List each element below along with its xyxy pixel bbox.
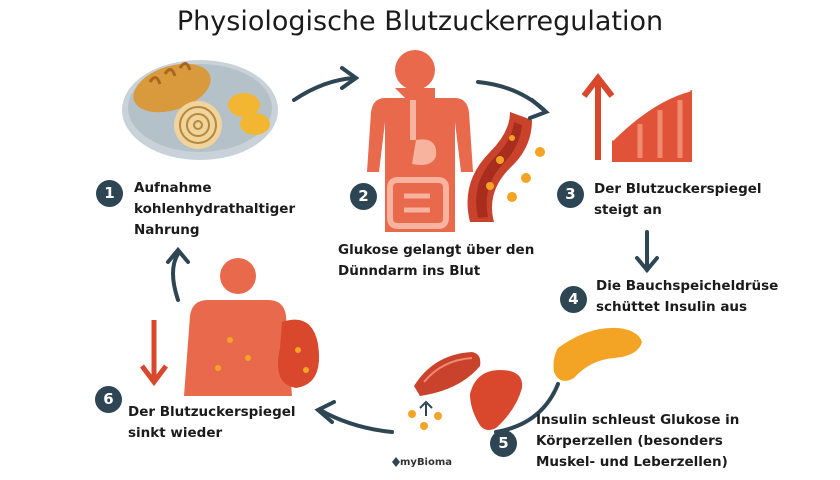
step-1-label: Aufnahme kohlenhydrathaltiger Nahrung — [134, 180, 296, 238]
page-title: Physiologische Blutzuckerregulation — [176, 6, 664, 37]
step-3-label: Der Blutzuckerspiegel steigt an — [594, 181, 762, 218]
food-plate-icon — [122, 60, 278, 160]
falling-level-icon — [140, 320, 168, 387]
pancreas-icon — [553, 327, 642, 381]
liver-icon — [470, 370, 523, 430]
cell-body-icon — [184, 258, 320, 396]
glucose-icon — [408, 400, 442, 430]
rising-level-icon — [581, 73, 692, 162]
brand-logo-icon — [392, 457, 400, 467]
step-5-label: Insulin schleust Glukose in Körperzellen… — [536, 412, 740, 470]
step-3-badge: 3 — [557, 181, 584, 208]
blood-vessel-icon — [467, 112, 545, 222]
step-4-label: Die Bauchspeicheldrüse schüttet Insulin … — [596, 278, 779, 315]
arrow-1-to-2 — [292, 76, 356, 102]
brand-name: myBioma — [400, 457, 453, 468]
step-2-badge: 2 — [350, 183, 377, 210]
step-6-label: Der Blutzuckerspiegel sinkt wieder — [128, 404, 296, 441]
muscle-icon — [414, 352, 481, 396]
step-4-badge: 4 — [560, 286, 587, 313]
arrow-2-to-3 — [476, 80, 546, 112]
digestion-body-icon — [367, 50, 473, 232]
step-5-badge: 5 — [490, 430, 517, 457]
arrow-6-to-1 — [171, 252, 180, 302]
arrow-5-to-6 — [318, 408, 394, 434]
step-2-label: Glukose gelangt über den Dünndarm ins Bl… — [338, 242, 535, 279]
step-6-badge: 6 — [95, 386, 122, 413]
step-1-badge: 1 — [96, 180, 123, 207]
